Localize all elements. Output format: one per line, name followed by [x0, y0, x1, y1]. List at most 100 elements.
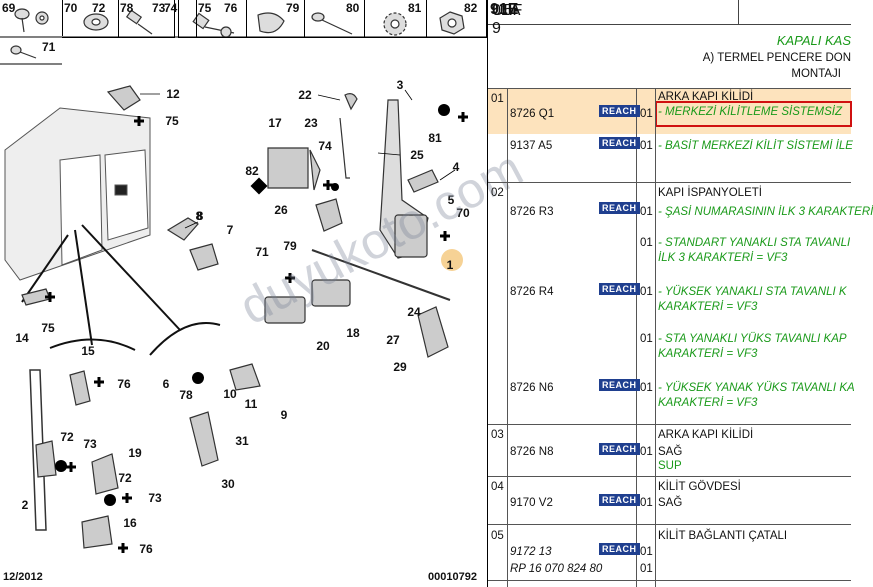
- part-ref[interactable]: 8726 R4: [510, 286, 554, 298]
- section-title: KAPALI KAS: [776, 33, 851, 48]
- gear-washer-icon: [383, 12, 407, 36]
- nut-icon: [35, 11, 49, 25]
- part-ref[interactable]: 8726 R3: [510, 206, 554, 218]
- reach-badge: REACH: [599, 105, 640, 117]
- strip-cell-78: 78: [118, 0, 175, 38]
- callout-25: 25: [410, 148, 424, 162]
- callout-14: 14: [15, 331, 29, 345]
- reach-badge: REACH: [599, 202, 640, 214]
- part-desc[interactable]: - YÜKSEK YANAKLI STA TAVANLI K: [658, 286, 847, 298]
- part-ref[interactable]: 8726 N8: [510, 446, 554, 458]
- part-desc[interactable]: - ŞASİ NUMARASININ İLK 3 KARAKTERİ: [658, 206, 873, 218]
- callout-22: 22: [298, 88, 312, 102]
- part-ref[interactable]: 9170 V2: [510, 497, 553, 509]
- hex-nut-icon: [439, 11, 465, 35]
- part-desc[interactable]: SAĞ: [658, 497, 683, 509]
- callout-79: 79: [283, 239, 297, 253]
- callout-82: 82: [245, 164, 259, 178]
- part-desc[interactable]: - MERKEZİ KİLİTLEME SİSTEMSİZ: [658, 106, 843, 118]
- catalog-header: U5F 9 91E 01A: [488, 0, 851, 37]
- small-screw-icon: [10, 45, 37, 59]
- callout-17: 17: [268, 116, 282, 130]
- callout-29: 29: [393, 360, 407, 374]
- callout-16: 16: [123, 516, 137, 530]
- part-ref[interactable]: 9137 A5: [510, 140, 553, 152]
- reach-badge: REACH: [599, 283, 640, 295]
- callout-78: 78: [179, 388, 193, 402]
- callout-30: 30: [221, 477, 235, 491]
- callout-31: 31: [235, 434, 249, 448]
- part-ref[interactable]: 9172 13: [510, 546, 552, 558]
- callout-71: 71: [255, 245, 269, 259]
- callout-75: 75: [165, 114, 179, 128]
- part-ref[interactable]: 8726 Q1: [510, 108, 555, 120]
- callout-1: 1: [446, 258, 454, 272]
- callout-74: 74: [318, 139, 332, 153]
- callout-73: 73: [148, 491, 162, 505]
- part-desc[interactable]: SAĞ: [658, 446, 683, 458]
- group-title: KİLİT GÖVDESİ: [658, 481, 741, 493]
- strip-cell-73: [174, 0, 179, 37]
- callout-8: 8: [196, 209, 204, 223]
- bolt-washer-icon: [192, 12, 235, 38]
- section-subtitle: A) TERMEL PENCERE DON: [702, 52, 851, 64]
- callout-72: 72: [118, 471, 132, 485]
- screw-icon: [14, 8, 30, 33]
- selection-red-box: [655, 101, 852, 127]
- callout-20: 20: [316, 339, 330, 353]
- parts-list-panel: U5F 9 91E 01A KAPALI KAS A) TERMEL PENCE…: [487, 0, 873, 587]
- strip-cell-74: 74: [164, 0, 197, 38]
- part-desc[interactable]: - BASİT MERKEZİ KİLİT SİSTEMİ İLE: [658, 140, 853, 152]
- callout-76: 76: [117, 377, 131, 391]
- callout-26: 26: [274, 203, 288, 217]
- group-index: 03: [491, 429, 504, 441]
- part-desc[interactable]: - STA YANAKLI YÜKS TAVANLI KAP: [658, 333, 847, 345]
- reach-badge: REACH: [599, 443, 640, 455]
- callout-23: 23: [304, 116, 318, 130]
- section-subtitle-2: MONTAJI: [791, 68, 841, 80]
- callout-9: 9: [280, 408, 288, 422]
- callout-81: 81: [428, 131, 442, 145]
- reach-badge: REACH: [599, 137, 640, 149]
- callout-18: 18: [346, 326, 360, 340]
- strip-cell-82: 82: [426, 0, 487, 38]
- reach-badge: REACH: [599, 494, 640, 506]
- clip-icon: [257, 12, 285, 34]
- reach-badge: REACH: [599, 543, 640, 555]
- callout-15: 15: [81, 344, 95, 358]
- group-title: ARKA KAPI KİLİDİ: [658, 91, 754, 103]
- callout-19: 19: [128, 446, 142, 460]
- callout-3: 3: [396, 78, 404, 92]
- strip-cell-81: 81: [364, 0, 427, 38]
- strip-cell-80: 80: [304, 0, 365, 38]
- group-title: ARKA KAPI KİLİDİ: [658, 429, 754, 441]
- footer-code: 00010792: [428, 571, 477, 583]
- part-desc[interactable]: - YÜKSEK YANAK YÜKS TAVANLI KA: [658, 382, 855, 394]
- group-index: 01: [491, 93, 504, 105]
- callout-5: 5: [447, 193, 455, 207]
- bolt-icon: [125, 9, 153, 35]
- callout-10: 10: [223, 387, 237, 401]
- callout-75: 75: [41, 321, 55, 335]
- highlight-marker: [441, 249, 463, 271]
- callout-7: 7: [226, 223, 234, 237]
- callout-8: 8: [195, 209, 203, 223]
- footer-date: 12/2012: [3, 571, 43, 583]
- part-desc[interactable]: - STANDART YANAKLI STA TAVANLI: [658, 237, 851, 249]
- strip-cell-79: 79: [246, 0, 305, 38]
- callout-73: 73: [83, 437, 97, 451]
- part-ref-2[interactable]: RP 16 070 824 80: [510, 563, 603, 575]
- callout-11: 11: [244, 397, 258, 411]
- group-title: KAPI İSPANYOLETİ: [658, 187, 762, 199]
- callout-2: 2: [21, 498, 29, 512]
- callout-76: 76: [139, 542, 153, 556]
- part-ref[interactable]: 8726 N6: [510, 382, 554, 394]
- diagram-drawing: [0, 8, 487, 553]
- reach-badge: REACH: [599, 379, 640, 391]
- group-title: KİLİT BAĞLANTI ÇATALI: [658, 530, 788, 542]
- callout-6: 6: [162, 377, 170, 391]
- group-index: 02: [491, 187, 504, 199]
